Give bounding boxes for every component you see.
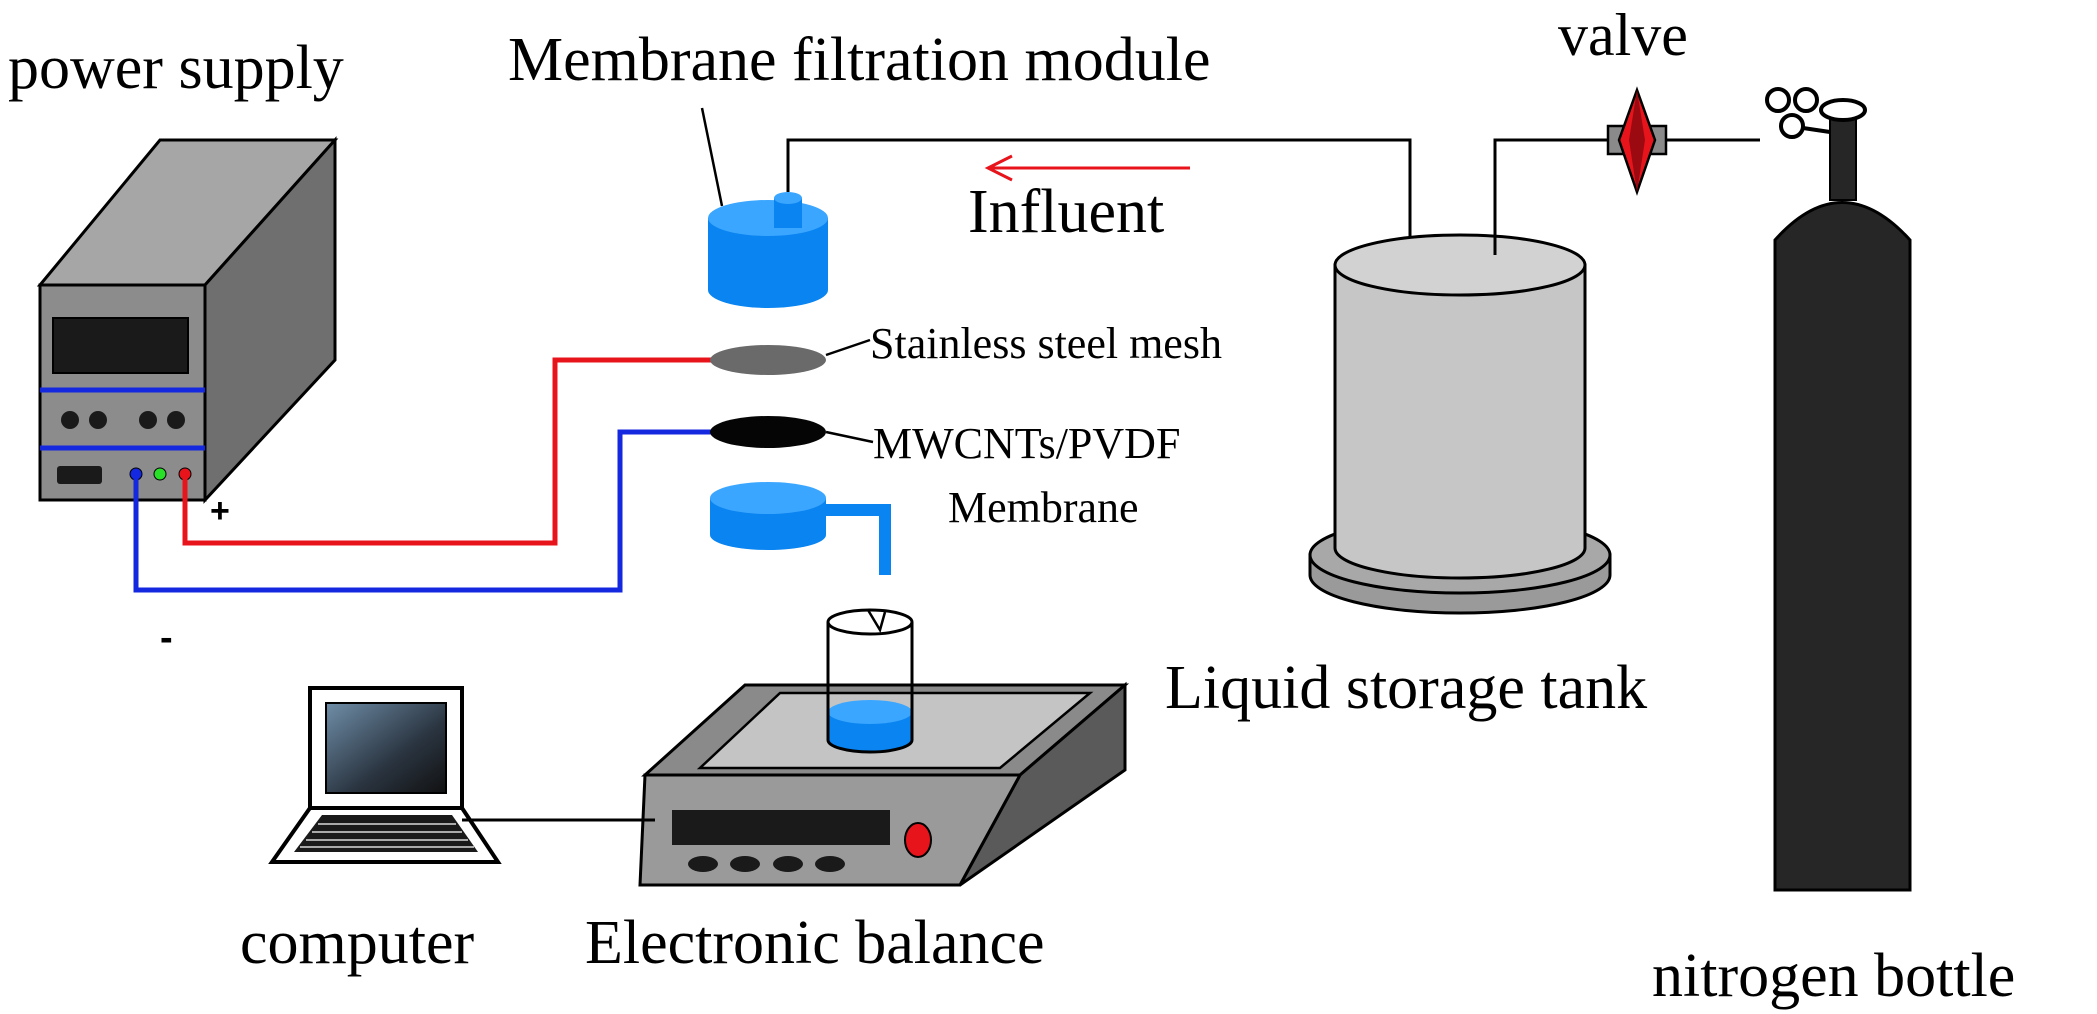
module-top-cap-body <box>708 218 828 308</box>
bottle-body <box>1773 201 1912 892</box>
balance-button-2 <box>730 856 760 872</box>
influent-pipe <box>786 138 1412 255</box>
module-label-pointer <box>700 107 724 207</box>
balance-label: Electronic balance <box>585 909 1045 977</box>
tank-lid <box>1333 233 1587 297</box>
nitrogen-bottle <box>1765 87 1912 892</box>
laptop-screen <box>325 702 447 794</box>
liquid-storage-tank <box>1308 233 1612 615</box>
module-outlet-tube <box>826 504 891 575</box>
balance-display <box>672 810 890 845</box>
balance-button-4 <box>815 856 845 872</box>
beaker-water-surface <box>828 700 912 724</box>
valve-label: valve <box>1558 2 1688 68</box>
mesh-label: Stainless steel mesh <box>870 319 1222 368</box>
module-top-cap-face <box>708 200 828 236</box>
plus-sign: + <box>210 492 230 530</box>
mwcnts-pvdf-membrane <box>710 416 826 448</box>
bottle-cap <box>1819 98 1867 122</box>
regulator-connector <box>1802 126 1831 134</box>
beaker <box>826 608 914 754</box>
power-supply <box>36 136 339 504</box>
membrane-filtration-module <box>708 192 891 575</box>
minus-sign: - <box>160 617 173 659</box>
balance-button-1 <box>688 856 718 872</box>
power-supply-display <box>52 317 189 374</box>
gauge-right-icon <box>1793 87 1819 113</box>
beaker-wall <box>826 622 914 754</box>
membrane-module-label: Membrane filtration module <box>508 26 1210 94</box>
power-supply-knob-4 <box>167 411 185 429</box>
power-supply-label: power supply <box>8 34 344 102</box>
module-bottom-cup-face <box>710 482 826 514</box>
membrane-label-pointer <box>825 430 874 444</box>
influent-label: Influent <box>968 178 1164 246</box>
stainless-steel-mesh <box>710 345 826 375</box>
computer <box>268 686 502 864</box>
beaker-spout <box>866 609 887 634</box>
nitrogen-label: nitrogen bottle <box>1652 942 2015 1010</box>
power-supply-knob-3 <box>139 411 157 429</box>
regulator-icon <box>1779 113 1805 139</box>
valve <box>1606 86 1668 196</box>
gauge-left-icon <box>1765 87 1791 113</box>
mesh-label-pointer <box>825 338 871 357</box>
balance-button-3 <box>773 856 803 872</box>
influent-arrow-head <box>984 154 1013 182</box>
positive-wire <box>182 357 720 546</box>
ground-terminal <box>153 467 167 481</box>
negative-wire <box>133 429 720 593</box>
membrane-label-line2: Membrane <box>948 483 1139 532</box>
power-supply-knob-1 <box>61 411 79 429</box>
beaker-rim <box>826 608 914 636</box>
balance-power-button <box>904 822 932 858</box>
membrane-label-line1: MWCNTs/PVDF <box>873 419 1180 468</box>
valve-handle-shade <box>1629 90 1645 192</box>
power-supply-switch <box>57 466 102 484</box>
power-supply-knob-2 <box>89 411 107 429</box>
computer-label: computer <box>240 909 474 977</box>
tank-label: Liquid storage tank <box>1165 654 1647 722</box>
bottle-neck <box>1829 117 1857 201</box>
gas-pipe-tank <box>1493 138 1610 255</box>
module-inlet-nozzle-top <box>774 192 802 204</box>
tank-body <box>1333 263 1587 580</box>
laptop-keys <box>300 823 474 848</box>
